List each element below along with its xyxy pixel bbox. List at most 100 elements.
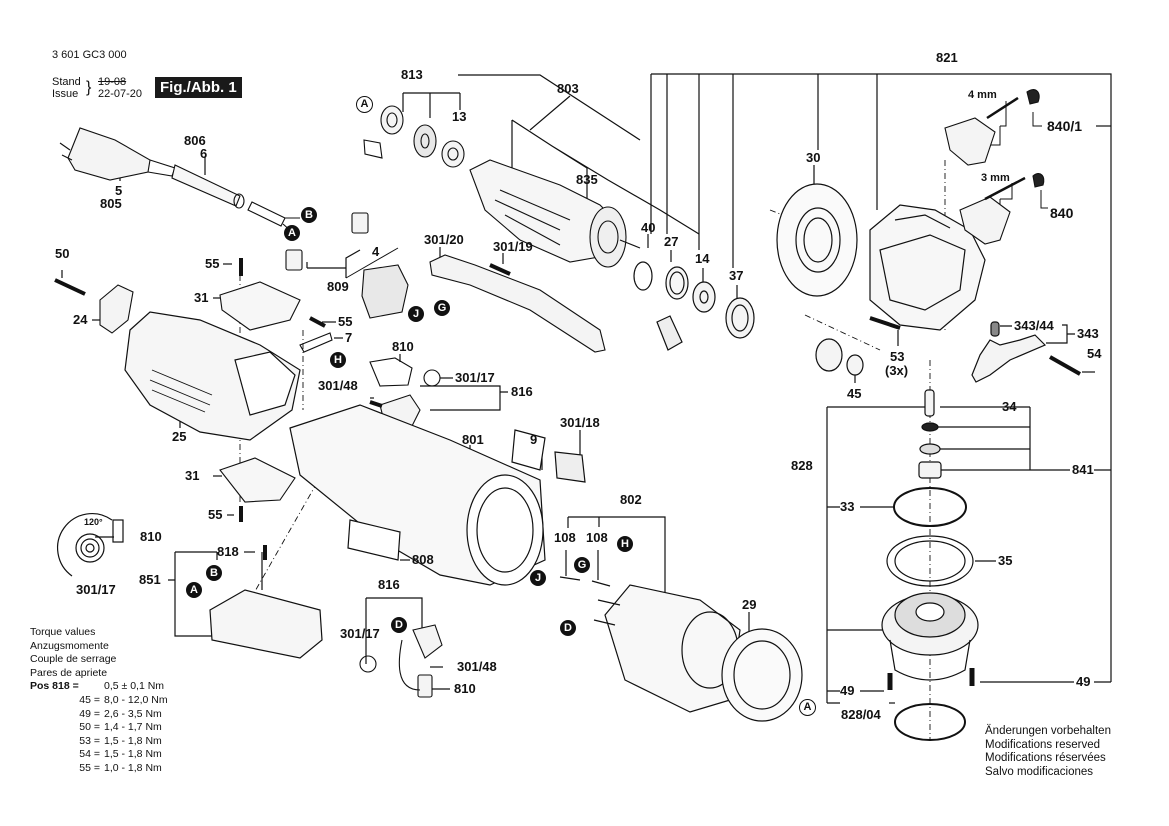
- bracket-802: [567, 516, 666, 593]
- part-motor-housing-801: [289, 404, 586, 586]
- torque-row: 50 =1,4 - 1,7 Nm: [30, 721, 168, 735]
- torque-value: 8,0 - 12,0 Nm: [104, 693, 168, 706]
- callout-55-b: 55: [338, 314, 353, 329]
- callout-828: 828: [791, 458, 813, 473]
- callout-30: 30: [806, 150, 821, 165]
- torque-title-de: Anzugsmomente: [30, 639, 109, 652]
- callout-818: 818: [217, 544, 239, 559]
- callout-55-a: 55: [205, 256, 220, 271]
- callout-40: 40: [641, 220, 656, 235]
- part-lock-button-840: [944, 89, 1045, 245]
- part-gear-housing-821: [869, 204, 986, 331]
- callout-343-44: 343/44: [1014, 318, 1054, 333]
- marker-a-bearing: A: [356, 96, 373, 113]
- callout-29: 29: [742, 597, 757, 612]
- marker-g-switch: G: [434, 300, 450, 316]
- callout-53: 53: [890, 349, 905, 364]
- callout-803: 803: [557, 81, 579, 96]
- torque-row: Pos 818 = 0,5 ± 0,1 Nm: [30, 680, 168, 694]
- torque-pos: 54 =: [79, 748, 100, 761]
- marker-a-base: A: [186, 582, 202, 598]
- callout-301-17-a: 301/17: [455, 370, 495, 385]
- torque-value: 1,5 - 1,8 Nm: [104, 748, 162, 761]
- marker-h-brush: H: [330, 352, 346, 368]
- part-covers-31: [219, 258, 333, 522]
- stand-date: 19-08: [98, 76, 127, 88]
- modification-notes: Änderungen vorbehalten Modifications res…: [985, 725, 1111, 779]
- marker-j-stator: J: [530, 570, 546, 586]
- callout-809: 809: [327, 279, 349, 294]
- marker-a-baffle: A: [799, 699, 816, 716]
- callout-841: 841: [1072, 462, 1094, 477]
- torque-value: 2,6 - 3,5 Nm: [104, 707, 162, 720]
- torque-pos: 53 =: [79, 734, 100, 747]
- callout-31-b: 31: [185, 468, 200, 483]
- torque-pos: Pos 818 =: [30, 680, 79, 693]
- marker-b-cord: B: [301, 207, 317, 223]
- bracket-816-bottom: [365, 597, 423, 664]
- marker-d-brush: D: [391, 617, 407, 633]
- figure-label: Fig./Abb. 1: [155, 77, 242, 98]
- brace-icon: }: [86, 79, 92, 96]
- callout-27: 27: [664, 234, 679, 249]
- part-armature-803: [469, 159, 641, 268]
- part-oring-828-04: [894, 703, 966, 741]
- issue-label: Issue: [52, 88, 79, 100]
- part-stator-802: [559, 576, 741, 713]
- torque-title-en: Torque values: [30, 626, 96, 638]
- callout-45: 45: [847, 386, 862, 401]
- part-spindle-stack-841: [918, 389, 942, 479]
- torque-row: 45 = 8,0 - 12,0 Nm: [30, 693, 168, 708]
- note-fr: Modifications réservées: [985, 752, 1106, 764]
- issue-date: 22-07-20: [98, 88, 143, 100]
- part-base-851: [209, 545, 323, 659]
- bracket-803: [511, 95, 700, 235]
- marker-j-switch: J: [408, 306, 424, 322]
- callout-50: 50: [55, 246, 70, 261]
- torque-row: 55 =1,0 - 1,8 Nm: [30, 762, 168, 776]
- callout-49-right: 49: [1076, 674, 1091, 689]
- part-bearing-813: [363, 105, 465, 168]
- callout-5: 5: [115, 183, 123, 198]
- callout-14: 14: [695, 251, 710, 266]
- callout-53-qty: (3x): [885, 363, 909, 378]
- note-es: Salvo modificaciones: [985, 765, 1094, 778]
- angle-120: 120°: [84, 517, 103, 527]
- callout-835: 835: [576, 172, 598, 187]
- torque-row: 49 =2,6 - 3,5 Nm: [30, 708, 168, 722]
- torque-value: 1,0 - 1,8 Nm: [104, 761, 162, 774]
- torque-row: 53 =1,5 - 1,8 Nm: [30, 735, 168, 749]
- callout-25: 25: [172, 429, 187, 444]
- callout-49-left: 49: [840, 683, 855, 698]
- bracket-813: [402, 74, 641, 141]
- bracket-34-841: [937, 407, 1070, 471]
- callout-851: 851: [139, 572, 161, 587]
- torque-title-es: Pares de apriete: [30, 666, 108, 679]
- callout-54: 54: [1087, 346, 1102, 361]
- bracket-851: [168, 551, 217, 637]
- leader-809-tail: [345, 247, 399, 279]
- part-spring-301-17: [56, 513, 124, 577]
- callout-9: 9: [530, 432, 538, 447]
- part-number: 3 601 GC3 000: [52, 49, 127, 61]
- callout-4: 4: [372, 244, 380, 259]
- part-switch-4: [285, 212, 409, 319]
- note-en: Modifications reserved: [985, 738, 1101, 751]
- torque-pos: 50 =: [79, 721, 100, 734]
- part-oring-33: [893, 487, 967, 527]
- callout-805: 805: [100, 196, 122, 211]
- callout-301-48-a: 301/48: [318, 378, 358, 393]
- dim-4mm: 4 mm: [968, 89, 997, 101]
- callout-108-b: 108: [586, 530, 608, 545]
- callout-33: 33: [840, 499, 855, 514]
- callout-816-a: 816: [511, 384, 533, 399]
- callout-810-b: 810: [140, 529, 162, 544]
- marker-h-stator: H: [617, 536, 633, 552]
- callout-821: 821: [936, 50, 958, 65]
- callout-24: 24: [73, 312, 88, 327]
- callout-301-19: 301/19: [493, 239, 533, 254]
- bracket-828: [826, 406, 925, 704]
- bracket-809: [306, 249, 361, 278]
- torque-value: 0,5 ± 0,1 Nm: [104, 680, 165, 693]
- torque-pos: 45 =: [79, 693, 100, 706]
